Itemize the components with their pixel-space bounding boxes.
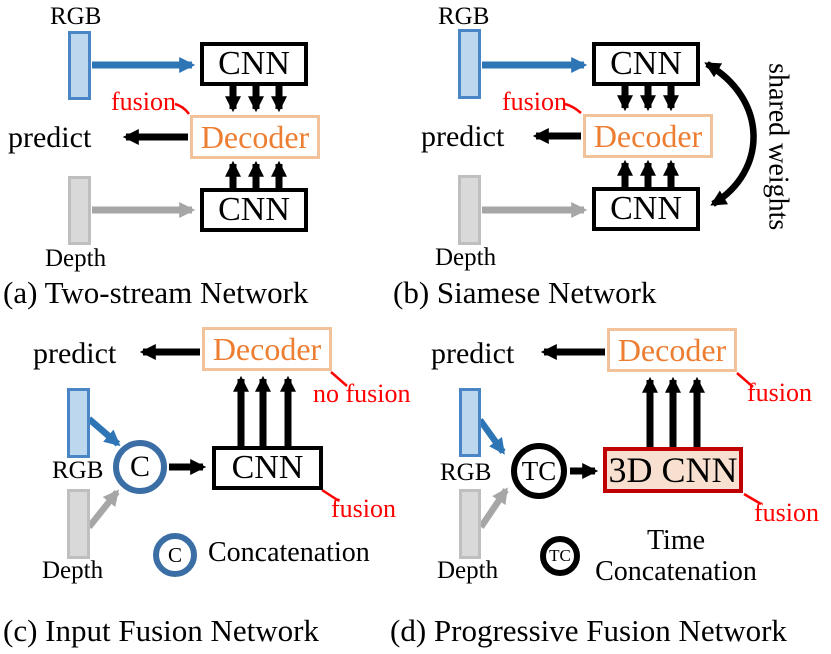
predict-label-a: predict <box>8 121 92 154</box>
leader-fusion-top-d <box>736 372 754 388</box>
concatenation-node-c: C <box>113 440 167 494</box>
cnn-bottom-box-b: CNN <box>592 187 700 231</box>
depth-label-d: Depth <box>437 557 499 584</box>
depth-label-c: Depth <box>42 557 104 584</box>
caption-two-stream-network: (a) Two-stream Network <box>3 275 309 310</box>
time-concatenation-legend-icon: TC <box>540 536 580 576</box>
decoder-box-a: Decoder <box>190 115 320 159</box>
arrow-depth-to-tc-d <box>478 487 509 529</box>
fusion-label-a: fusion <box>111 87 176 116</box>
leader-fusion-bottom-d <box>743 492 762 506</box>
depth-input-a <box>68 176 91 245</box>
depth-input-c <box>67 489 90 559</box>
depth-label-b: Depth <box>435 244 497 271</box>
shared-weights-label: shared weights <box>762 63 794 231</box>
predict-label-b: predict <box>421 120 505 153</box>
decoder-box-d: Decoder <box>607 328 737 372</box>
arrow-shared-weights <box>704 61 757 207</box>
cnn-bottom-box-a: CNN <box>200 188 308 232</box>
depth-input-d <box>459 489 481 559</box>
depth-input-b <box>458 175 481 245</box>
concatenation-legend-label: Concatenation <box>208 537 370 568</box>
depth-label-a: Depth <box>45 245 107 272</box>
rgb-label-a: RGB <box>50 3 102 30</box>
fusion-top-label-d: fusion <box>747 378 812 407</box>
caption-siamese-network: (b) Siamese Network <box>393 275 657 310</box>
decoder-box-b: Decoder <box>583 114 713 158</box>
rgb-input-a <box>68 31 91 100</box>
leader-fusion-c <box>321 488 340 503</box>
rgb-input-b <box>458 29 481 99</box>
time-concatenation-node-d: TC <box>511 443 567 499</box>
caption-progressive-fusion-network: (d) Progressive Fusion Network <box>390 613 787 648</box>
rgb-input-d <box>459 388 481 457</box>
rgb-input-c <box>67 388 90 458</box>
concatenation-legend-icon: C <box>153 533 197 577</box>
arrow-rgb-to-concat-c <box>86 416 121 447</box>
rgb-label-d: RGB <box>440 459 492 486</box>
rgb-label-c: RGB <box>52 457 104 484</box>
caption-input-fusion-network: (c) Input Fusion Network <box>3 613 319 648</box>
predict-label-d: predict <box>431 337 515 370</box>
legend-line-time: Time <box>646 525 706 556</box>
leader-fusion-b <box>564 102 582 114</box>
cnn-box-c: CNN <box>212 446 323 490</box>
leader-fusion-a <box>174 102 190 115</box>
legend-line-concatenation: Concatenation <box>595 556 757 588</box>
arrow-depth-to-concat-c <box>86 489 120 530</box>
predict-label-c: predict <box>33 337 117 370</box>
leader-no-fusion-c <box>330 371 348 387</box>
rgb-label-b: RGB <box>438 3 490 30</box>
time-concatenation-legend-label: Time Concatenation <box>570 525 782 588</box>
cnn-top-box-a: CNN <box>200 42 308 86</box>
cnn3d-box-d: 3D CNN <box>603 447 743 493</box>
cnn-top-box-b: CNN <box>592 42 700 86</box>
fusion-label-b: fusion <box>502 87 567 116</box>
decoder-box-c: Decoder <box>202 327 332 371</box>
arrow-rgb-to-tc-d <box>477 418 506 455</box>
fusion-bottom-label-d: fusion <box>754 498 819 527</box>
no-fusion-label-c: no fusion <box>313 379 411 408</box>
fusion-label-c: fusion <box>331 494 396 523</box>
